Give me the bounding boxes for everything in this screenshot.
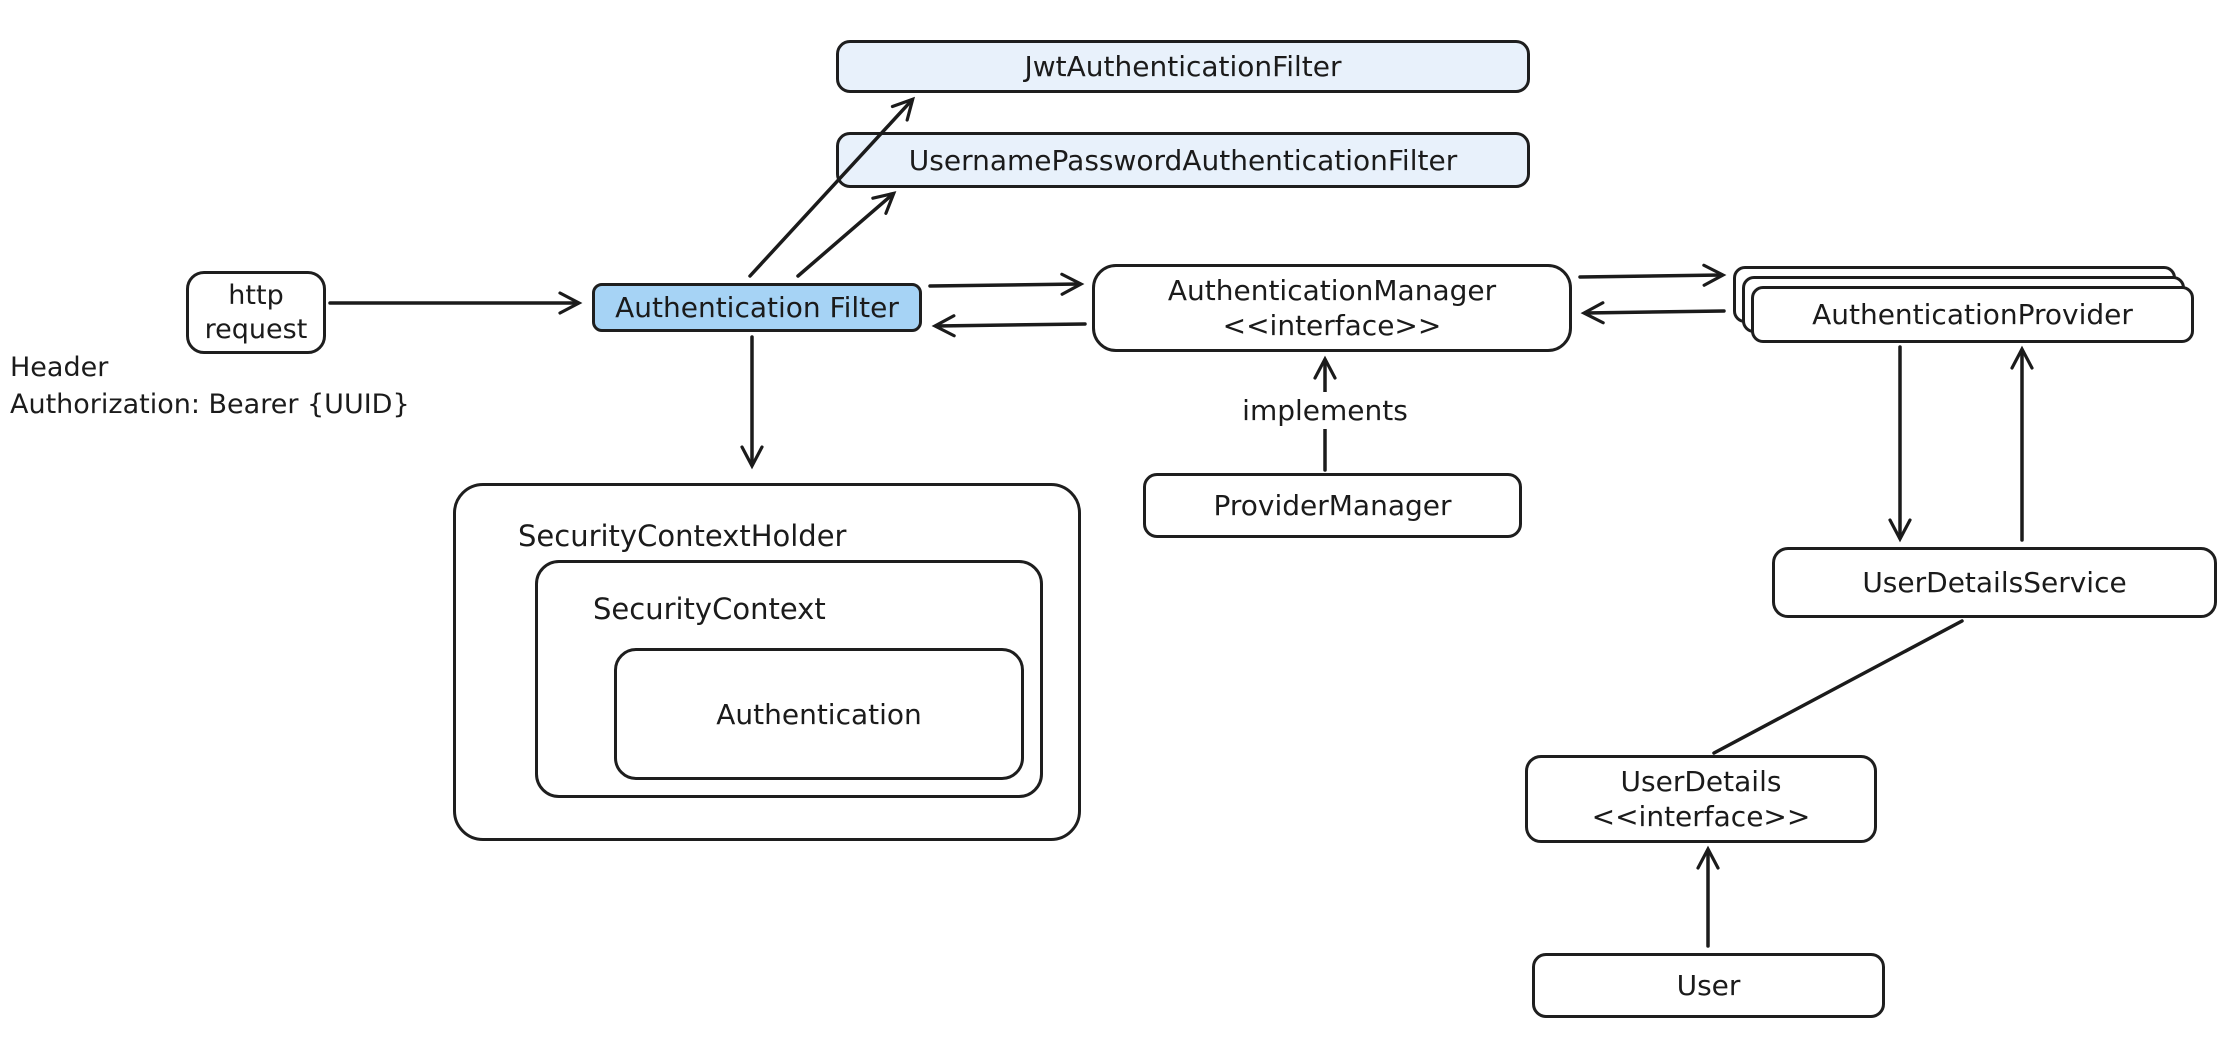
node-authentication: Authentication [614,648,1024,780]
arrow-authentication-filter-to-authentication-manager [928,272,1085,296]
user-label: User [1676,969,1741,1002]
arrow-authentication-manager-to-authentication-filter [931,314,1087,338]
node-user-details-service: UserDetailsService [1772,547,2217,618]
username-password-authentication-filter-label: UsernamePasswordAuthenticationFilter [908,143,1458,177]
security-context-holder-label: SecurityContextHolder [518,519,847,553]
authentication-manager-stereotype: <<interface>> [1222,309,1442,342]
user-details-stereotype: <<interface>> [1591,800,1811,833]
request-header-note-line2: Authorization: Bearer {UUID} [10,389,410,420]
node-provider-manager: ProviderManager [1143,473,1522,538]
security-context-label: SecurityContext [593,592,826,626]
provider-manager-label: ProviderManager [1213,489,1452,522]
jwt-authentication-filter-label: JwtAuthenticationFilter [1024,50,1342,83]
authentication-manager-label: AuthenticationManager [1167,274,1497,307]
request-header-note: Header Authorization: Bearer {UUID} [10,349,410,423]
node-user: User [1532,953,1885,1018]
node-authentication-provider-stack: AuthenticationProvider [1733,266,2195,344]
node-authentication-provider: AuthenticationProvider [1751,286,2194,343]
line-user-details-service-to-user-details [1712,619,1964,755]
arrow-authentication-manager-to-authentication-provider [1578,263,1727,287]
http-request-label-line1: http [228,279,284,311]
node-http-request: http request [186,271,326,354]
arrow-authentication-filter-to-jwt-filter [748,96,916,278]
node-user-details: UserDetails <<interface>> [1525,755,1877,843]
node-authentication-filter: Authentication Filter [592,283,922,332]
user-details-label: UserDetails [1620,765,1782,798]
node-authentication-manager: AuthenticationManager <<interface>> [1092,264,1572,352]
arrow-authentication-filter-to-username-password-filter [796,191,897,278]
request-header-note-line1: Header [10,352,109,383]
arrow-authentication-provider-to-authentication-manager [1580,301,1726,325]
node-username-password-authentication-filter: UsernamePasswordAuthenticationFilter [836,132,1530,188]
authentication-provider-label: AuthenticationProvider [1812,298,2133,331]
user-details-service-label: UserDetailsService [1862,566,2127,599]
authentication-label: Authentication [716,697,922,731]
implements-edge-label: implements [1242,392,1408,429]
node-jwt-authentication-filter: JwtAuthenticationFilter [836,40,1530,93]
http-request-label-line2: request [204,313,308,345]
authentication-filter-label: Authentication Filter [615,291,899,324]
